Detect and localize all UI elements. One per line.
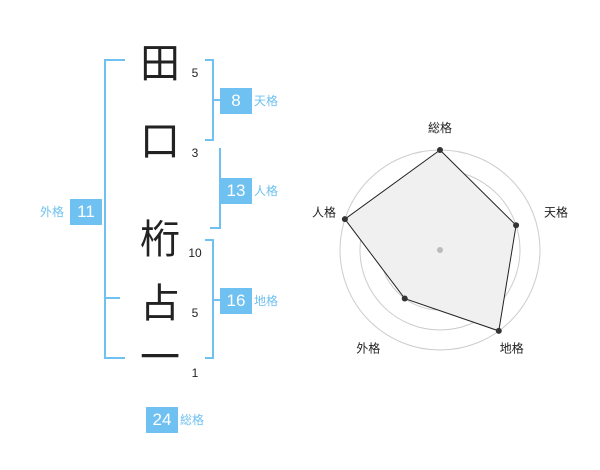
chikaku-badge: 16 bbox=[220, 288, 252, 314]
stroke-count-3: 10 bbox=[188, 246, 202, 260]
name-char-2: 口 bbox=[140, 119, 180, 165]
soukaku-label: 総格 bbox=[180, 413, 205, 427]
jinkaku-bracket bbox=[210, 148, 221, 229]
radar-axis-label: 人格 bbox=[312, 204, 336, 219]
gaikaku-label: 外格 bbox=[40, 205, 65, 219]
radar-axis-label: 総格 bbox=[428, 120, 452, 135]
tenkaku-label: 天格 bbox=[254, 94, 279, 108]
radar-axis-label: 地格 bbox=[500, 341, 524, 356]
gaikaku-badge: 11 bbox=[70, 199, 102, 225]
gaikaku-bracket bbox=[104, 59, 125, 359]
name-char-4: 占 bbox=[140, 281, 180, 327]
radar-point bbox=[341, 216, 348, 223]
radar-series bbox=[344, 149, 517, 332]
radar-center bbox=[437, 247, 443, 253]
jinkaku-badge: 13 bbox=[220, 178, 252, 204]
name-char-1: 田 bbox=[140, 41, 180, 87]
soukaku-badge: 24 bbox=[146, 407, 178, 433]
name-char-5: 一 bbox=[140, 335, 180, 381]
radar-point bbox=[401, 295, 408, 302]
stroke-count-4: 5 bbox=[191, 306, 199, 320]
radar-axis-label: 外格 bbox=[356, 341, 380, 356]
stroke-count-1: 5 bbox=[191, 66, 199, 80]
radar-point bbox=[495, 327, 502, 334]
stroke-count-5: 1 bbox=[191, 366, 199, 380]
chikaku-label: 地格 bbox=[254, 294, 279, 308]
radar-point bbox=[437, 147, 443, 153]
tenkaku-badge: 8 bbox=[220, 88, 252, 114]
name-char-3: 桁 bbox=[140, 217, 180, 263]
jinkaku-label: 人格 bbox=[254, 184, 279, 198]
stroke-count-2: 3 bbox=[191, 146, 199, 160]
radar-point bbox=[513, 222, 520, 229]
radar-axis-label: 天格 bbox=[544, 204, 568, 219]
